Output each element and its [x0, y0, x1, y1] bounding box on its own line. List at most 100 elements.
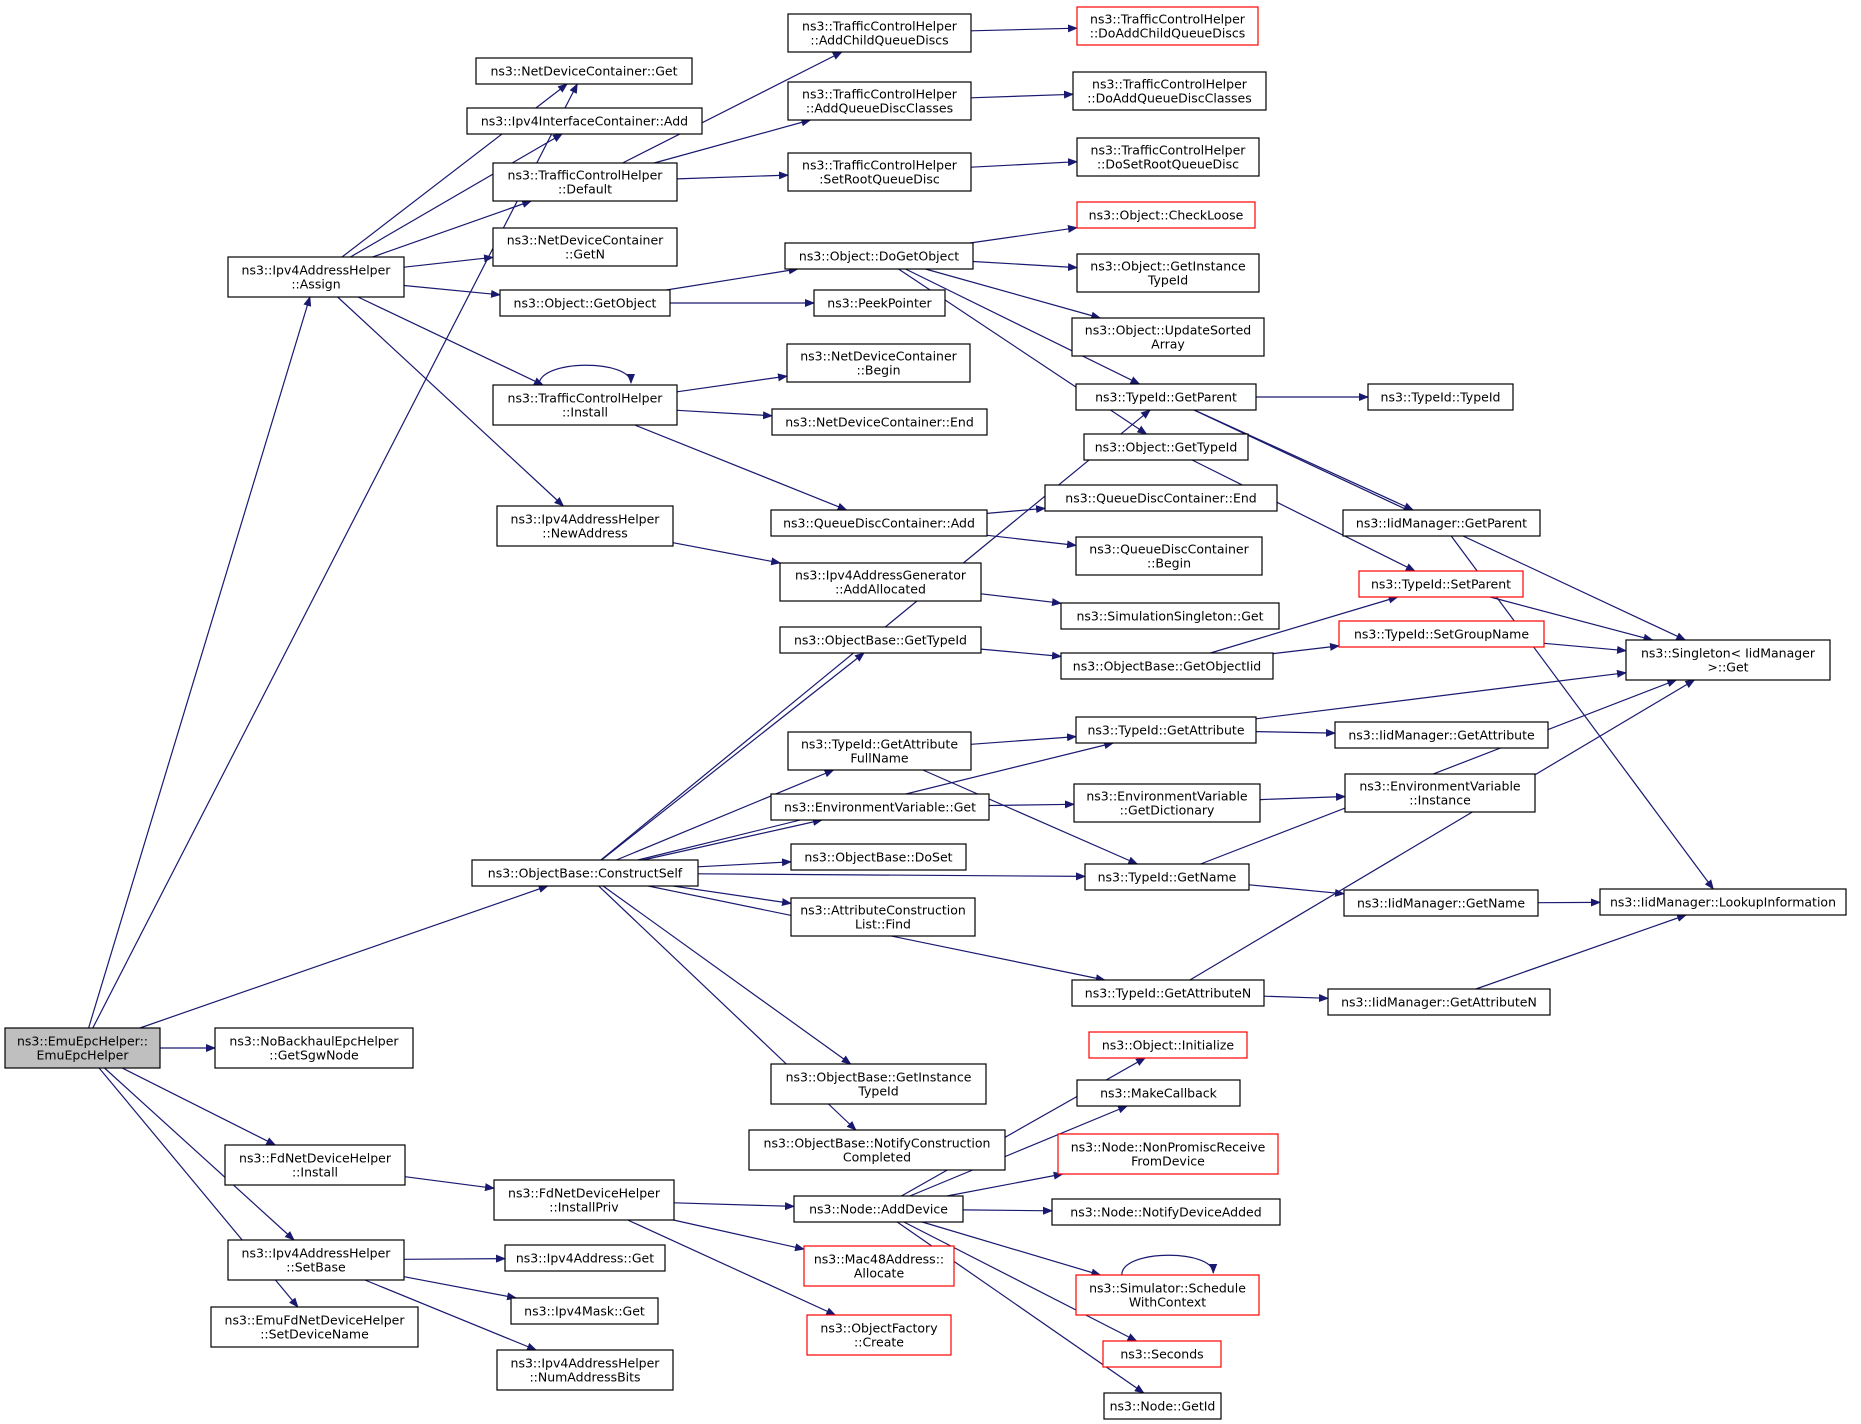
- edge-n_root-to-n_ipv4ah_setbase: [104, 1067, 295, 1241]
- graph-node-n_envvar_get[interactable]: ns3::EnvironmentVariable::Get: [770, 793, 990, 821]
- graph-node-n_qdc_end[interactable]: ns3::QueueDiscContainer::End: [1044, 484, 1278, 512]
- graph-node-n_ipv4ah_assign[interactable]: ns3::Ipv4AddressHelper::Assign: [227, 256, 405, 298]
- graph-node-n_ob_getobjectiid[interactable]: ns3::ObjectBase::GetObjectIid: [1060, 652, 1274, 680]
- graph-node-n_tch_doaddclasses[interactable]: ns3::TrafficControlHelper::DoAddQueueDis…: [1072, 71, 1267, 111]
- graph-node-n_ndc_getn[interactable]: ns3::NetDeviceContainer::GetN: [492, 227, 678, 267]
- node-label: ns3::TrafficControlHelper: [1091, 143, 1247, 158]
- graph-node-n_tch_addchild[interactable]: ns3::TrafficControlHelper::AddChildQueue…: [787, 13, 972, 53]
- node-label: ns3::TrafficControlHelper: [1090, 12, 1246, 27]
- graph-node-n_ipv4ah_newaddr[interactable]: ns3::Ipv4AddressHelper::NewAddress: [496, 505, 674, 547]
- graph-node-n_nobackhaul_getsgw[interactable]: ns3::NoBackhaulEpcHelper::GetSgwNode: [214, 1027, 414, 1069]
- graph-node-n_fdndh_install[interactable]: ns3::FdNetDeviceHelper::Install: [224, 1144, 406, 1186]
- node-box: [1051, 1198, 1281, 1226]
- node-box: [466, 107, 703, 135]
- node-box: [1060, 602, 1280, 630]
- node-box: [496, 505, 674, 547]
- graph-node-n_envvar_getdict[interactable]: ns3::EnvironmentVariable::GetDictionary: [1073, 783, 1261, 823]
- graph-node-n_obj_dogetobject[interactable]: ns3::Object::DoGetObject: [784, 242, 974, 270]
- graph-node-n_iid_getname[interactable]: ns3::IidManager::GetName: [1343, 889, 1539, 917]
- node-box: [787, 13, 972, 53]
- graph-node-n_ndc_begin[interactable]: ns3::NetDeviceContainer::Begin: [786, 343, 971, 383]
- edge-n_fdndh_install-to-n_fdndh_installpriv: [404, 1176, 495, 1192]
- node-label: Completed: [843, 1150, 911, 1165]
- node-label: ::Install: [562, 405, 608, 420]
- graph-node-n_ob_doset[interactable]: ns3::ObjectBase::DoSet: [790, 843, 967, 871]
- graph-node-n_node_adddevice[interactable]: ns3::Node::AddDevice: [793, 1195, 964, 1223]
- graph-node-n_iid_getparent[interactable]: ns3::IidManager::GetParent: [1342, 509, 1541, 537]
- graph-node-n_tch_setroot[interactable]: ns3::TrafficControlHelper:SetRootQueueDi…: [787, 152, 972, 192]
- graph-node-n_typeid_setparent[interactable]: ns3::TypeId::SetParent: [1358, 570, 1524, 598]
- graph-node-n_typeid_getparent[interactable]: ns3::TypeId::GetParent: [1075, 383, 1257, 411]
- node-label: ::InstallPriv: [549, 1200, 619, 1215]
- node-label: ns3::NoBackhaulEpcHelper: [229, 1034, 399, 1049]
- edge-n_typeid_getattrn-to-n_singleton_get: [1189, 679, 1696, 981]
- graph-node-n_tch_addclasses[interactable]: ns3::TrafficControlHelper::AddQueueDiscC…: [787, 81, 972, 121]
- graph-node-n_seconds[interactable]: ns3::Seconds: [1102, 1340, 1222, 1368]
- graph-node-n_typeid_getname[interactable]: ns3::TypeId::GetName: [1084, 863, 1250, 891]
- graph-node-n_ob_gettypeid[interactable]: ns3::ObjectBase::GetTypeId: [779, 626, 982, 654]
- graph-node-n_ndc_end[interactable]: ns3::NetDeviceContainer::End: [771, 408, 988, 436]
- graph-node-n_ipv4ag_addalloc[interactable]: ns3::Ipv4AddressGenerator::AddAllocated: [779, 562, 982, 602]
- graph-node-n_objfactory_create[interactable]: ns3::ObjectFactory::Create: [806, 1314, 952, 1356]
- node-label: ::SetDeviceName: [260, 1327, 369, 1342]
- graph-node-n_tch_default[interactable]: ns3::TrafficControlHelper::Default: [492, 162, 678, 202]
- node-box: [748, 1129, 1006, 1171]
- node-label: >::Get: [1707, 660, 1748, 675]
- graph-node-n_node_notifydevadded[interactable]: ns3::Node::NotifyDeviceAdded: [1051, 1198, 1281, 1226]
- graph-node-n_ipv4mask_get[interactable]: ns3::Ipv4Mask::Get: [510, 1297, 659, 1325]
- graph-node-n_ob_notify[interactable]: ns3::ObjectBase::NotifyConstructionCompl…: [748, 1129, 1006, 1171]
- edge-n_ob_constructself-to-n_envvar_get: [642, 818, 823, 861]
- node-box: [1075, 1274, 1260, 1316]
- graph-node-n_peekpointer[interactable]: ns3::PeekPointer: [813, 289, 946, 317]
- graph-node-n_makecallback[interactable]: ns3::MakeCallback: [1076, 1079, 1241, 1107]
- graph-node-n_root[interactable]: ns3::EmuEpcHelper::EmuEpcHelper: [4, 1027, 161, 1069]
- edge-n_envvar_get-to-n_envvar_getdict: [988, 800, 1075, 809]
- graph-node-n_obj_gettypeid[interactable]: ns3::Object::GetTypeId: [1083, 433, 1249, 461]
- graph-node-n_envvar_instance[interactable]: ns3::EnvironmentVariable::Instance: [1344, 773, 1536, 813]
- graph-node-n_ipv4ic_add[interactable]: ns3::Ipv4InterfaceContainer::Add: [466, 107, 703, 135]
- graph-node-n_node_getid[interactable]: ns3::Node::GetId: [1103, 1392, 1222, 1420]
- node-label: ::Begin: [856, 363, 900, 378]
- graph-node-n_ob_constructself[interactable]: ns3::ObjectBase::ConstructSelf: [471, 859, 699, 887]
- graph-node-n_fdndh_installpriv[interactable]: ns3::FdNetDeviceHelper::InstallPriv: [493, 1179, 675, 1221]
- graph-node-n_obj_checkloose[interactable]: ns3::Object::CheckLoose: [1076, 201, 1256, 229]
- graph-node-n_emufd_setdevname[interactable]: ns3::EmuFdNetDeviceHelper::SetDeviceName: [210, 1306, 419, 1348]
- graph-node-n_mac48_allocate[interactable]: ns3::Mac48Address::Allocate: [803, 1245, 955, 1287]
- edge-n_ipv4ah_setbase-to-n_ipv4mask_get: [403, 1276, 518, 1301]
- graph-node-n_simsingleton_get[interactable]: ns3::SimulationSingleton::Get: [1060, 602, 1280, 630]
- graph-node-n_singleton_get[interactable]: ns3::Singleton< IidManager >::Get: [1625, 639, 1831, 681]
- edge-n_iid_getattrn-to-n_iid_lookup: [1475, 914, 1688, 990]
- node-box: [492, 162, 678, 202]
- graph-node-n_typeid_getattr[interactable]: ns3::TypeId::GetAttribute: [1075, 716, 1257, 744]
- graph-node-n_tch_doaddchild[interactable]: ns3::TrafficControlHelper::DoAddChildQue…: [1076, 6, 1259, 46]
- graph-node-n_iid_getattr[interactable]: ns3::IidManager::GetAttribute: [1334, 721, 1549, 749]
- graph-node-n_typeid_setgroup[interactable]: ns3::TypeId::SetGroupName: [1338, 620, 1545, 648]
- edge-n_obj_gettypeid-to-n_typeid_setparent: [1191, 459, 1416, 572]
- edge-n_node_adddevice-to-n_node_nonpromisc: [946, 1171, 1064, 1197]
- graph-node-n_typeid_typeid[interactable]: ns3::TypeId::TypeId: [1367, 383, 1514, 411]
- graph-node-n_ipv4addr_get[interactable]: ns3::Ipv4Address::Get: [504, 1244, 666, 1272]
- graph-node-n_ndc_get[interactable]: ns3::NetDeviceContainer::Get: [475, 57, 693, 85]
- node-label: ns3::QueueDiscContainer::Add: [783, 516, 975, 531]
- graph-node-n_obj_initialize[interactable]: ns3::Object::Initialize: [1088, 1031, 1248, 1059]
- edge-n_qdc_add-to-n_qdc_end: [986, 505, 1046, 514]
- graph-node-n_ipv4ah_numaddrbits[interactable]: ns3::Ipv4AddressHelper::NumAddressBits: [496, 1349, 674, 1391]
- node-label: ::AddQueueDiscClasses: [806, 101, 953, 116]
- graph-node-n_tch_dosetroot[interactable]: ns3::TrafficControlHelper::DoSetRootQueu…: [1076, 137, 1260, 177]
- graph-node-n_iid_getattrn[interactable]: ns3::IidManager::GetAttributeN: [1327, 988, 1551, 1016]
- edge-n_tch_setroot-to-n_tch_dosetroot: [970, 158, 1078, 168]
- graph-node-n_obj_getobject[interactable]: ns3::Object::GetObject: [499, 289, 671, 317]
- graph-node-n_tch_install[interactable]: ns3::TrafficControlHelper::Install: [492, 384, 678, 426]
- graph-node-n_typeid_getattrn[interactable]: ns3::TypeId::GetAttributeN: [1071, 979, 1265, 1007]
- graph-node-n_qdc_add[interactable]: ns3::QueueDiscContainer::Add: [770, 509, 988, 537]
- graph-node-n_ipv4ah_setbase[interactable]: ns3::Ipv4AddressHelper::SetBase: [227, 1239, 405, 1281]
- graph-node-n_iid_lookup[interactable]: ns3::IidManager::LookupInformation: [1599, 888, 1847, 916]
- graph-node-n_qdc_begin[interactable]: ns3::QueueDiscContainer::Begin: [1075, 536, 1263, 576]
